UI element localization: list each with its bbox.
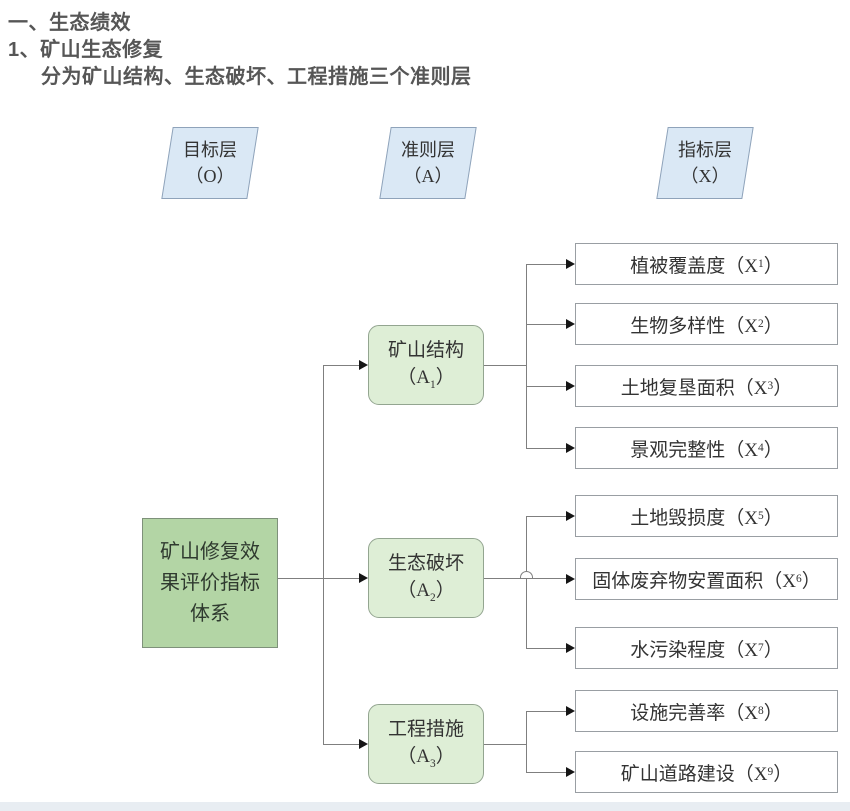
arrowhead-icon — [359, 573, 368, 583]
connector-line — [526, 264, 566, 265]
arrowhead-icon — [566, 706, 575, 716]
header-line-3: 分为矿山结构、生态破坏、工程措施三个准则层 — [41, 66, 472, 88]
connector-line — [526, 711, 527, 773]
criteria-box-a3: 工程措施 （A3） — [368, 704, 484, 784]
connector-line — [526, 516, 527, 649]
layer-label-target: 目标层 （O） — [161, 127, 259, 199]
arrowhead-icon — [566, 319, 575, 329]
connector-line — [526, 448, 566, 449]
criteria-box-a1: 矿山结构 （A1） — [368, 325, 484, 405]
connector-line — [526, 324, 566, 325]
line-jump-icon — [520, 571, 533, 578]
arrowhead-icon — [566, 381, 575, 391]
layer-title: 指标层 — [678, 139, 732, 160]
header-line-1: 一、生态绩效 — [8, 12, 131, 34]
connector-line — [526, 648, 566, 649]
connector-line — [323, 365, 360, 366]
layer-tag: （A） — [403, 166, 453, 186]
criteria-tag: （A2） — [397, 580, 455, 604]
arrowhead-icon — [566, 259, 575, 269]
layer-label-indicator: 指标层 （X） — [656, 127, 754, 199]
connector-line — [278, 578, 323, 579]
criteria-name: 矿山结构 — [387, 340, 464, 362]
connector-line — [526, 386, 566, 387]
criteria-tag: （A3） — [397, 746, 455, 770]
layer-tag: （X） — [680, 166, 730, 186]
connector-line — [484, 578, 566, 579]
connector-line — [484, 744, 526, 745]
criteria-box-a2: 生态破坏 （A2） — [368, 538, 484, 618]
layer-tag: （O） — [185, 166, 235, 186]
layer-title: 准则层 — [401, 139, 455, 160]
connector-line — [526, 711, 566, 712]
connector-line — [323, 578, 360, 579]
arrowhead-icon — [359, 360, 368, 370]
connector-line — [323, 365, 324, 745]
root-box: 矿山修复效 果评价指标 体系 — [142, 518, 278, 648]
arrowhead-icon — [566, 767, 575, 777]
criteria-name: 工程措施 — [387, 719, 464, 741]
connector-line — [526, 516, 566, 517]
layer-title: 目标层 — [183, 139, 237, 160]
criteria-tag: （A1） — [397, 367, 455, 391]
arrowhead-icon — [566, 574, 575, 584]
arrowhead-icon — [566, 511, 575, 521]
arrowhead-icon — [566, 443, 575, 453]
connector-line — [484, 365, 526, 366]
criteria-name: 生态破坏 — [387, 553, 464, 575]
header-line-2: 1、矿山生态修复 — [8, 39, 164, 61]
page-bottom-strip — [0, 802, 850, 811]
connector-line — [526, 264, 527, 449]
arrowhead-icon — [566, 643, 575, 653]
arrowhead-icon — [359, 739, 368, 749]
layer-label-criteria: 准则层 （A） — [379, 127, 477, 199]
connector-line — [526, 772, 566, 773]
connector-line — [323, 744, 360, 745]
